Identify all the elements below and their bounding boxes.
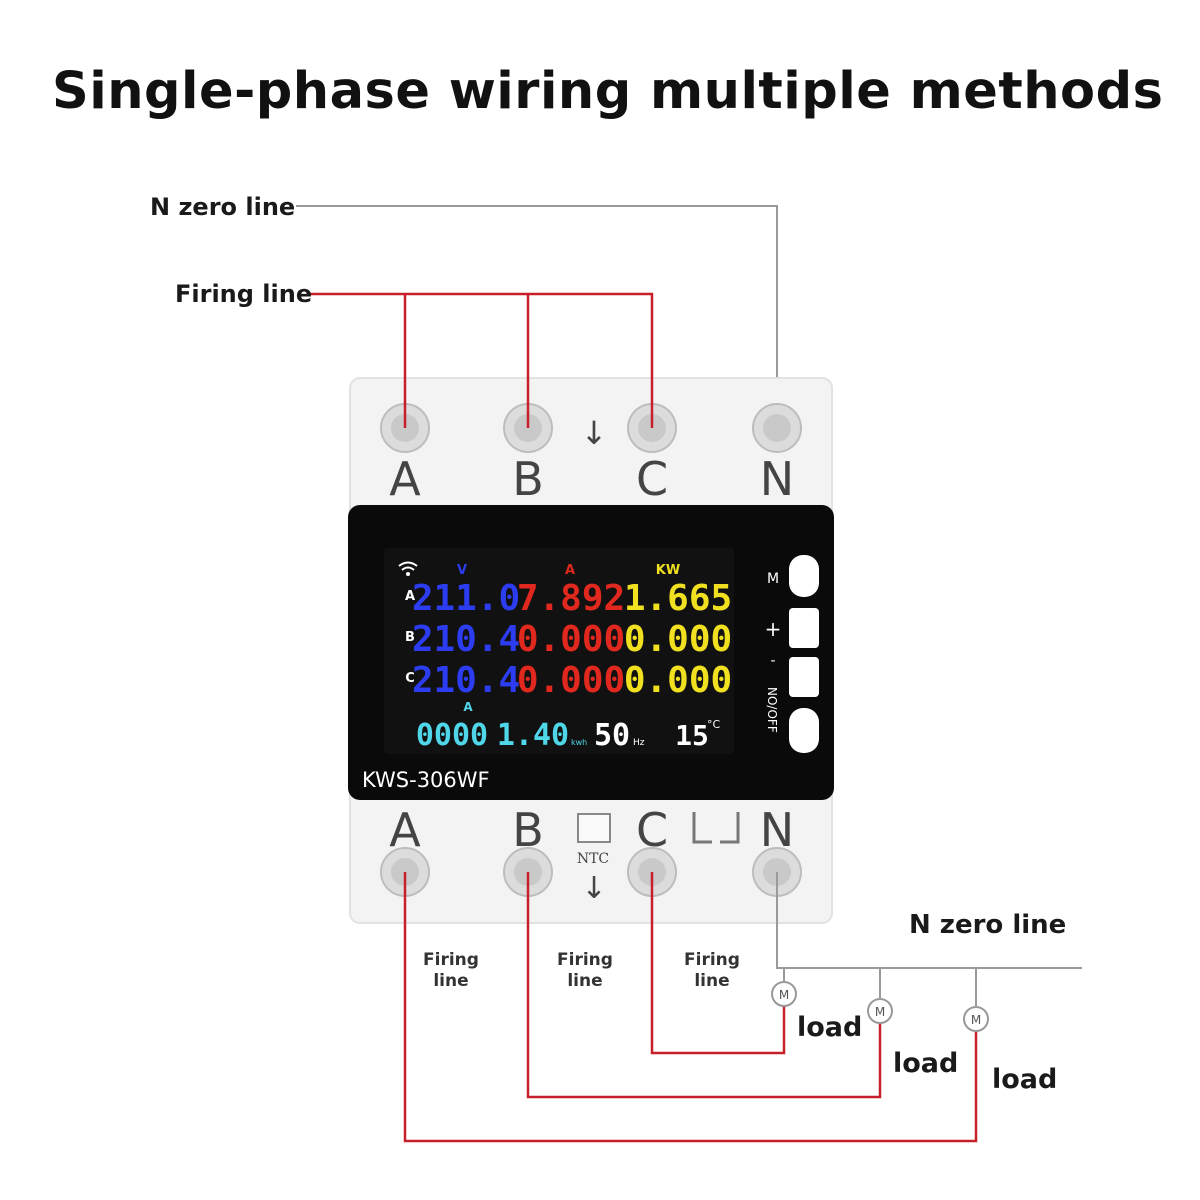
label-firing-line-b-2: line [567, 971, 602, 991]
motor-icon-1-label: M [779, 988, 789, 1002]
minus-button[interactable] [789, 657, 819, 697]
voltage-c: 210.4 [412, 660, 520, 701]
label-firing-line-c-1: Firing [684, 950, 740, 970]
wifi-icon [398, 561, 418, 576]
label-load-1: load [797, 1012, 862, 1043]
temperature-value: 15 [675, 719, 709, 752]
label-n-zero-line-top: N zero line [150, 193, 295, 221]
power-a: 1.665 [624, 578, 732, 619]
energy-unit: kwh [571, 738, 587, 747]
row-label-a: A [405, 589, 415, 604]
header-power: KW [656, 563, 680, 578]
motor-icon-2 [867, 998, 893, 1024]
plus-button[interactable] [789, 608, 819, 648]
label-load-2: load [893, 1048, 958, 1079]
terminal-label-b-top: B [512, 452, 544, 506]
terminal-screw-head [763, 414, 791, 442]
terminal-label-n-top: N [760, 452, 794, 506]
arrow-down-icon: ↓ [581, 871, 606, 906]
row-label-b: B [405, 630, 415, 645]
frequency-value: 50 [594, 718, 630, 753]
minus-button-label: - [770, 653, 775, 669]
label-firing-line-a-1: Firing [423, 950, 479, 970]
power-toggle-label: NO/OFF [765, 687, 779, 733]
row-label-c: C [405, 671, 415, 686]
page-title: Single-phase wiring multiple methods [52, 62, 1164, 121]
bracket-icon [692, 812, 740, 844]
live-wire-bottom-b [526, 872, 882, 1099]
header-volt: V [457, 563, 467, 578]
frequency-unit: Hz [633, 738, 645, 748]
neutral-wire-bottom [776, 872, 1082, 969]
neutral-wire-top [296, 205, 778, 425]
plus-button-label: + [765, 617, 782, 641]
header-small-amp: A [463, 700, 473, 714]
power-toggle-button[interactable] [789, 708, 819, 753]
live-wire-bottom-c [650, 872, 786, 1055]
voltage-a: 211.0 [412, 578, 520, 619]
motor-icon-1 [771, 981, 797, 1007]
ntc-port [577, 813, 611, 843]
voltage-b: 210.4 [412, 619, 520, 660]
label-firing-line-a-2: line [433, 971, 468, 991]
current-a: 7.892 [517, 578, 625, 619]
power-c: 0.000 [624, 660, 732, 701]
display-screen [384, 548, 734, 754]
arrow-down-icon: ↓ [581, 414, 608, 452]
motor-icon-3 [963, 1006, 989, 1032]
energy-value: 1.40 [497, 718, 569, 753]
menu-button-label: M [767, 571, 779, 587]
current-b: 0.000 [517, 619, 625, 660]
counter-value: 0000 [416, 718, 488, 753]
live-wire-top-c [310, 292, 654, 428]
label-firing-line-top: Firing line [175, 280, 312, 308]
menu-button[interactable] [789, 555, 819, 597]
current-c: 0.000 [517, 660, 625, 701]
temperature-unit: °C [707, 718, 721, 731]
label-load-3: load [992, 1064, 1057, 1095]
model-label: KWS-306WF [362, 768, 490, 792]
label-firing-line-b-1: Firing [557, 950, 613, 970]
label-firing-line-c-2: line [694, 971, 729, 991]
ntc-label: NTC [577, 851, 609, 867]
terminal-label-a-top: A [389, 452, 421, 506]
motor-icon-2-label: M [875, 1005, 885, 1019]
motor-icon-3-label: M [971, 1013, 981, 1027]
header-amp: A [565, 563, 575, 578]
terminal-label-c-top: C [636, 452, 668, 506]
live-wire-bottom-a [403, 872, 978, 1143]
power-b: 0.000 [624, 619, 732, 660]
label-n-zero-line-bottom: N zero line [909, 910, 1066, 940]
